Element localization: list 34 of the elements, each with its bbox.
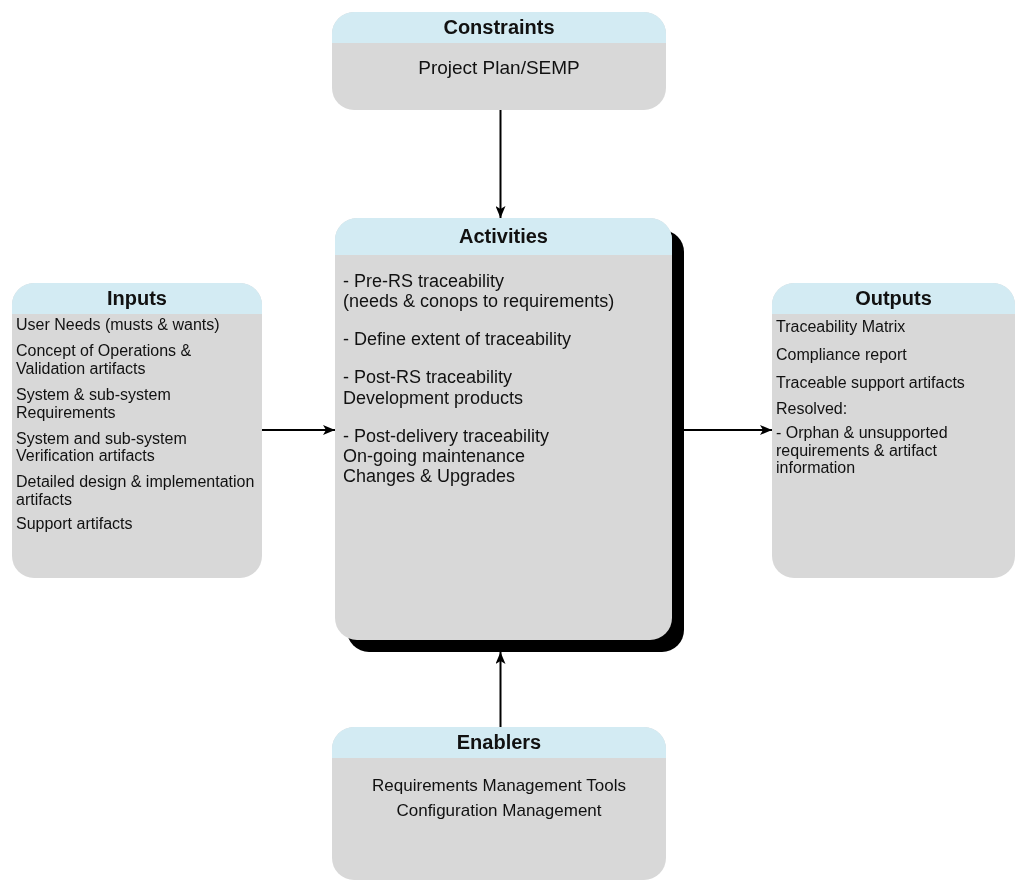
box-text: Project Plan/SEMP <box>417 57 581 79</box>
box-heading: Enablers <box>332 727 666 758</box>
box-text: Resolved: <box>776 399 849 418</box>
box-text: Changes & Upgrades <box>343 466 517 487</box>
arrow <box>495 109 506 219</box>
box-text: Traceability Matrix <box>776 318 907 336</box>
arrow <box>495 651 506 728</box>
box-text: User Needs (musts & wants) <box>16 316 221 334</box>
box-text: Configuration Management <box>395 801 603 821</box>
rounded-box <box>332 727 666 880</box>
rounded-box <box>332 12 666 110</box>
box-text: - Pre-RS traceability <box>343 271 506 292</box>
rounded-box <box>772 283 1015 578</box>
box-heading: Activities <box>335 218 672 255</box>
box-text: Traceable support artifacts <box>776 373 966 392</box>
box-text: Detailed design & implementation artifacts <box>16 473 256 510</box>
box-text: System and sub-system Verification artifacts <box>16 429 188 466</box>
box-text: - Define extent of traceability <box>343 329 573 350</box>
rounded-box <box>12 283 262 578</box>
box-heading: Inputs <box>12 283 262 314</box>
box-text: - Post-delivery traceability <box>343 425 551 446</box>
box-text: Support artifacts <box>16 515 134 534</box>
box-text: On-going maintenance <box>343 445 526 467</box>
box-text: Development products <box>343 387 525 408</box>
box-heading: Constraints <box>332 12 666 43</box>
box-text: Compliance report <box>776 345 908 364</box>
box-heading: Outputs <box>772 283 1015 314</box>
box-text: (needs & conops to requirements) <box>343 291 616 312</box>
arrow <box>261 425 336 435</box>
box-text: - Post-RS traceability <box>343 367 514 388</box>
box-text: Concept of Operations & Validation artifacts <box>16 341 193 378</box>
box-text: - Orphan & unsupported requirements & artifact information <box>776 423 949 478</box>
box-text: System & sub-system Requirements <box>16 385 172 422</box>
box-text: Requirements Management Tools <box>371 776 627 796</box>
